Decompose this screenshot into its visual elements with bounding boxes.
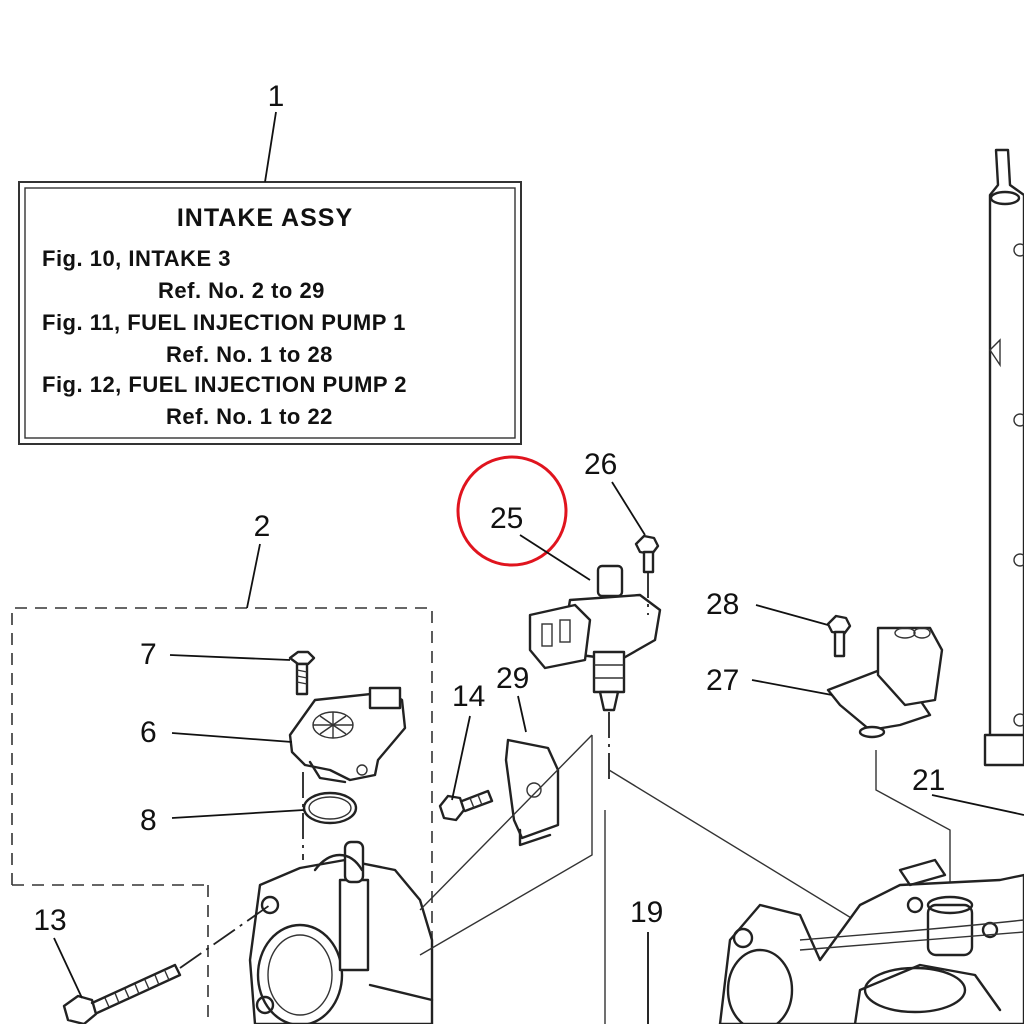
bolt-icon [438,789,494,822]
info-box-line-1: Fig. 10, INTAKE 3 [42,246,231,271]
info-box-line-5: Fig. 12, FUEL INJECTION PUMP 2 [42,372,407,397]
connector-27 [875,750,951,900]
leader-8 [171,809,305,819]
bolt-icon [288,650,316,696]
callout-27: 27 [706,664,739,697]
leader-28 [755,604,829,626]
info-box-line-6: Ref. No. 1 to 22 [166,404,333,429]
callout-7: 7 [140,638,157,671]
callout-29: 29 [496,662,529,695]
leader-6 [171,732,293,743]
leader-27 [751,679,833,696]
subassembly-frame [11,607,433,1024]
leader-29 [517,695,527,733]
sensor-icon [826,626,944,739]
info-box-line-3: Fig. 11, FUEL INJECTION PUMP 1 [42,310,406,335]
sensor-icon [288,686,407,784]
leader-1 [264,111,277,183]
highlight-circle [456,455,568,567]
callout-2: 2 [254,510,271,543]
o-ring-icon [302,791,358,825]
intake-manifold [718,858,1024,1024]
leader-26 [611,481,646,536]
throttle-body-icon [248,840,434,1024]
callout-14: 14 [452,680,485,713]
callout-6: 6 [140,716,157,749]
bolt-icon [62,963,182,1024]
leader-7 [169,654,291,661]
bolt-icon [634,534,660,574]
leader-21 [931,794,1024,816]
bracket-outline-3 [419,734,593,911]
callout-19: 19 [630,896,663,929]
bracket-outline-1 [419,735,593,956]
leader-2 [246,543,261,609]
bracket-icon [504,738,560,847]
fuel-rail-icon [983,148,1024,767]
info-box-title: INTAKE ASSY [177,204,353,232]
callout-28: 28 [706,588,739,621]
bolt-icon [826,614,852,658]
info-box-line-2: Ref. No. 2 to 29 [158,278,325,303]
info-box-line-4: Ref. No. 1 to 28 [166,342,333,367]
leader-14 [451,715,471,801]
callout-25: 25 [490,502,523,535]
callout-1: 1 [268,80,285,113]
centerline-13 [179,904,271,969]
info-box: INTAKE ASSY Fig. 10, INTAKE 3 Ref. No. 2… [18,181,522,445]
leader-13 [53,937,83,999]
callout-13: 13 [33,904,66,937]
callout-21: 21 [912,764,945,797]
callout-26: 26 [584,448,617,481]
leader-25 [519,534,591,581]
callout-8: 8 [140,804,157,837]
sensor-icon [528,564,662,712]
